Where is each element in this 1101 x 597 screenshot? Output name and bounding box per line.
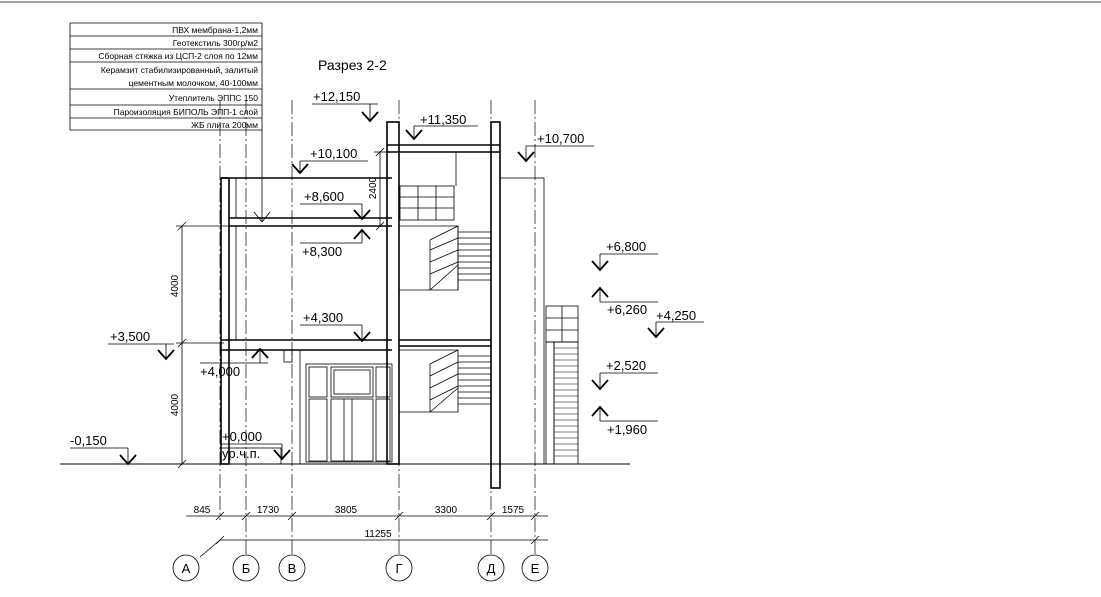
- elev-11350: +11,350: [420, 112, 466, 127]
- section-title: Разрез 2-2: [318, 57, 387, 73]
- layer-7: ЖБ плита 200мм: [191, 120, 258, 130]
- roof-layers-table: ПВХ мембрана-1,2мм Геотекстиль 300гр/м2 …: [69, 22, 271, 223]
- axis-markers: А Б В Г Д Е: [172, 554, 549, 582]
- horizontal-dimension-lines: [186, 511, 548, 558]
- elev-8600: +8,600: [304, 189, 344, 204]
- axis-label-d: Д: [487, 561, 496, 576]
- elev-6800: +6,800: [606, 239, 646, 254]
- elev-0000: +0,000: [222, 429, 262, 444]
- elev-4000: +4,000: [200, 364, 240, 379]
- layer-2: Геотекстиль 300гр/м2: [173, 38, 258, 48]
- layer-4: Керамзит стабилизированный, залитый: [101, 65, 258, 75]
- floor-level-label: ур.ч.п.: [222, 446, 260, 461]
- hdim-3805: 3805: [335, 505, 358, 516]
- layer-4-cont: цементным молочком, 40-100мм: [129, 78, 258, 88]
- elev-2520: +2,520: [606, 358, 646, 373]
- axis-label-b: Б: [242, 561, 251, 576]
- hdim-845: 845: [194, 505, 211, 516]
- vdim-2400: 2400: [368, 176, 379, 199]
- axis-bubble-v: [278, 554, 306, 582]
- hdim-1575: 1575: [502, 505, 525, 516]
- layer-1: ПВХ мембрана-1,2мм: [172, 25, 258, 35]
- elev-6260: +6,260: [607, 302, 647, 317]
- elev-10700: +10,700: [537, 131, 584, 146]
- axis-bubble-a: [172, 554, 200, 582]
- hdim-total: 11255: [364, 529, 392, 540]
- axis-grid-lines: [219, 100, 536, 555]
- axis-label-v: В: [288, 561, 297, 576]
- layer-5: Утеплитель ЭППС 150: [169, 93, 259, 103]
- elevation-leaders: [70, 103, 704, 464]
- layer-6: Пароизоляция БИПОЛЬ ЭПП-1 слой: [114, 107, 259, 117]
- axis-label-g: Г: [395, 561, 402, 576]
- axis-bubble-b: [232, 554, 260, 582]
- axis-bubble-e: [521, 554, 549, 582]
- elev-4250: +4,250: [656, 308, 696, 323]
- axis-bubble-d: [477, 554, 505, 582]
- vdim-4000-upper: 4000: [170, 274, 181, 297]
- vdim-4000-lower: 4000: [170, 393, 181, 416]
- stair-lower: [399, 349, 491, 413]
- elev-8300: +8,300: [302, 244, 342, 259]
- axis-label-e: Е: [531, 561, 540, 576]
- elev-m0150: -0,150: [70, 433, 107, 448]
- elev-4300: +4,300: [303, 310, 343, 325]
- axis-label-a: А: [182, 561, 191, 576]
- layer-3: Сборная стяжка из ЦСП-2 слоя по 12мм: [98, 51, 258, 61]
- hdim-1730: 1730: [257, 505, 280, 516]
- elev-3500: +3,500: [110, 329, 150, 344]
- hdim-3300: 3300: [435, 505, 458, 516]
- stair-upper: [399, 225, 491, 291]
- elev-10100: +10,100: [310, 146, 357, 161]
- elev-1960: +1,960: [607, 422, 647, 437]
- building-section: [60, 121, 630, 489]
- elev-12150: +12,150: [313, 89, 360, 104]
- axis-bubble-g: [385, 554, 413, 582]
- vertical-dimension-lines: [176, 147, 387, 469]
